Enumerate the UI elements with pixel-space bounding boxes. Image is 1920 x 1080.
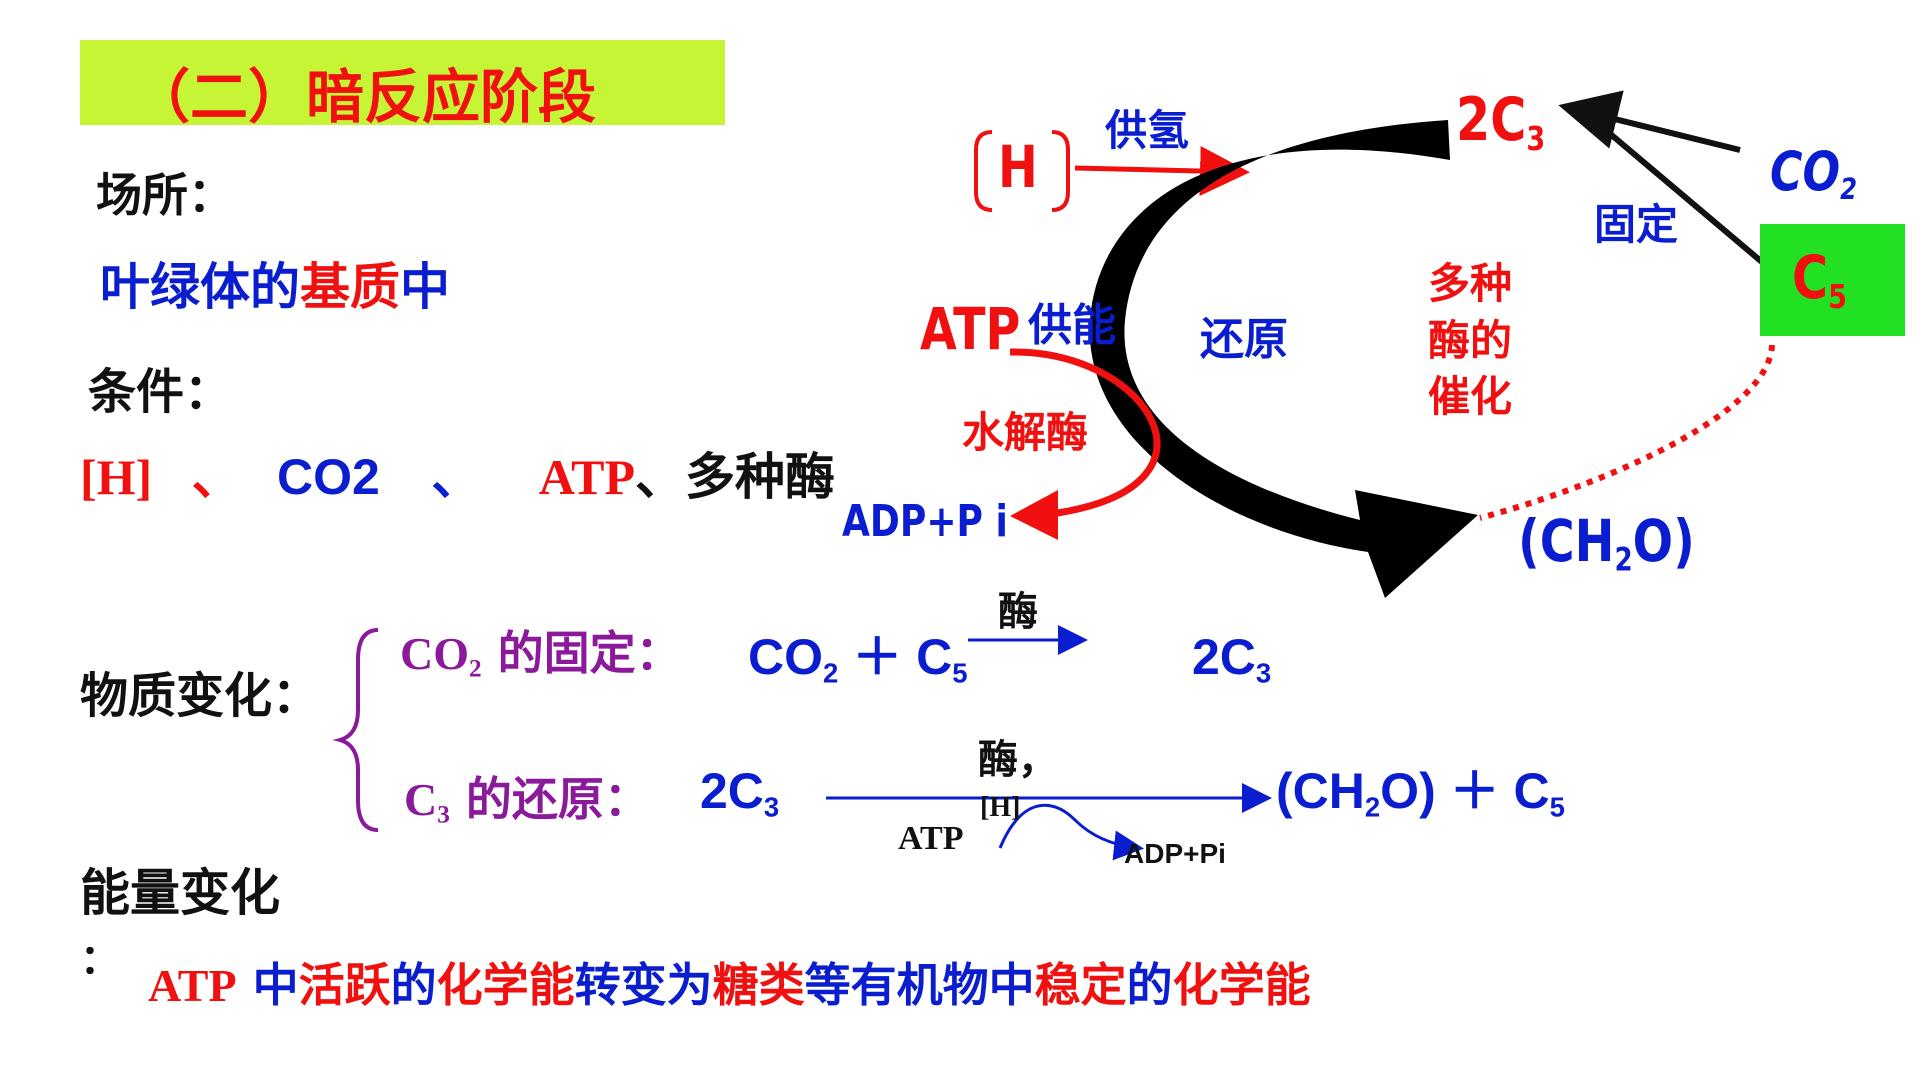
energy-part-9: 的 [1126, 958, 1173, 1012]
material-change-brace [332, 628, 379, 832]
adp-pi-label: ADP+P i [842, 496, 1008, 547]
condition-co2: CO2 [277, 449, 380, 505]
reduction-reactant: 2C3 [700, 763, 780, 823]
energy-part-10: 化学能 [1172, 958, 1311, 1012]
atp-hydrolysis-arrowhead [1010, 490, 1058, 540]
location-value-part1: 叶绿体的 [100, 258, 300, 316]
cycle-arc [1089, 120, 1478, 598]
condition-rest: 、多种酶 [635, 448, 835, 506]
reduction-atp-label: ATP [898, 820, 964, 857]
location-value-part2: 基质 [300, 258, 400, 316]
fixation-enzyme-label: 酶 [998, 589, 1038, 635]
regeneration-dotted-line [1479, 344, 1775, 521]
hydrolase-label: 水解酶 [962, 408, 1089, 457]
energy-part-1: 中 [236, 958, 299, 1012]
location-value-part3: 中 [400, 258, 450, 316]
condition-h: [H] [80, 449, 153, 505]
location-label: 场所： [96, 168, 234, 222]
energy-part-8: 稳定 [1034, 958, 1127, 1012]
co2-label: CO2 [1770, 140, 1858, 207]
location-value: 叶绿体的基质中 [100, 262, 450, 312]
co2-to-c3-arrow [1558, 90, 1741, 153]
atp-to-adp-arrow [998, 803, 1144, 861]
supply-energy-label: 供能 [1028, 300, 1116, 351]
c3-label: 2C3 [1456, 85, 1546, 158]
material-change-label: 物质变化： [80, 668, 321, 724]
energy-part-2: 活跃 [298, 958, 391, 1012]
h-bracket-right [1051, 130, 1070, 212]
fixation-product: 2C3 [1192, 629, 1272, 689]
supply-h-label: 供氢 [1105, 106, 1190, 155]
enzyme-line-1: 多种 [1428, 259, 1513, 308]
energy-change-label: 能量变化 [80, 864, 280, 922]
energy-part-7: 等有机物中 [804, 958, 1035, 1012]
energy-change-statement: ATP 中活跃的化学能转变为糖类等有机物中稳定的化学能 [148, 962, 1311, 1009]
atp-hydrolysis-arrow [1009, 348, 1161, 519]
enzyme-line-3: 催化 [1428, 372, 1513, 422]
atp-label: ATP [920, 295, 1021, 363]
energy-change-colon: ： [80, 937, 120, 983]
fixation-label: 固定 [1594, 200, 1679, 249]
c5-to-c3-line [1606, 129, 1764, 265]
h-reactant: H [998, 133, 1038, 201]
condition-atp: ATP [538, 449, 635, 505]
c5-label: C5 [1792, 243, 1847, 316]
reduction-enzyme-label: 酶， [978, 737, 1058, 783]
fixation-equation-reactants: CO2 ＋ C5 [748, 629, 968, 689]
reduction-h-label: [H] [980, 792, 1021, 823]
title-banner: （二）暗反应阶段 [80, 40, 725, 131]
reduction-label: 还原 [1200, 314, 1288, 365]
energy-part-5: 转变为 [574, 958, 713, 1012]
enzyme-line-2: 酶的 [1428, 315, 1513, 365]
condition-sep-2: 、 [431, 448, 482, 506]
energy-part-6: 糖类 [712, 958, 805, 1012]
conditions-list: [H] 、 CO2 、 ATP、多种酶 [80, 452, 835, 502]
reduction-products: (CH2O) ＋ C5 [1276, 763, 1565, 823]
page-title: （二）暗反应阶段 [132, 63, 597, 131]
condition-sep-1: 、 [191, 448, 242, 506]
energy-part-3: 的 [390, 958, 437, 1012]
h-bracket-left [974, 130, 993, 212]
enzyme-catalysis-label: 多种 酶的 催化 [1428, 256, 1512, 426]
reduction-row-label: C3 的还原： [404, 772, 650, 829]
fixation-row-label: CO2 的固定： [400, 626, 682, 683]
energy-atp: ATP [148, 960, 237, 1011]
conditions-label: 条件： [88, 364, 233, 420]
reduction-adp-label: ADP+Pi [1124, 838, 1226, 869]
ch2o-label: (CH2O) [1518, 507, 1695, 579]
c5-box [1760, 224, 1905, 336]
energy-part-4: 化学能 [436, 958, 575, 1012]
